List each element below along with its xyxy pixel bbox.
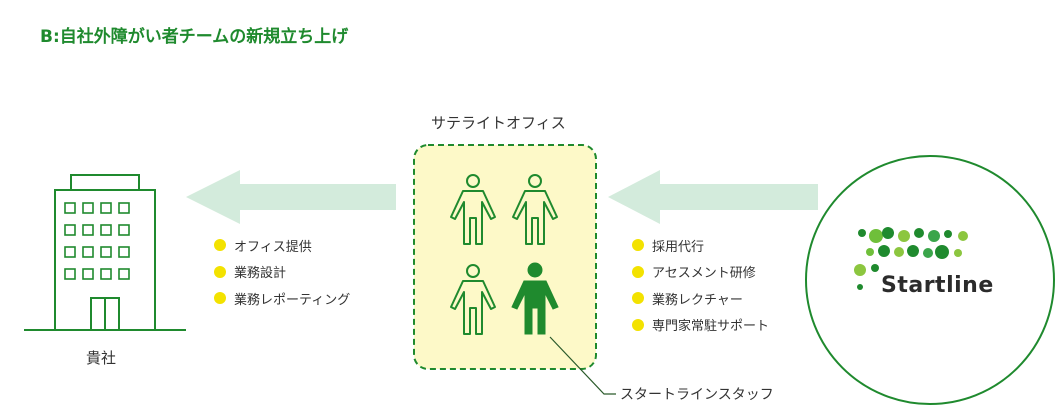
list-item: 専門家常駐サポート [632, 312, 769, 339]
building-icon [24, 174, 186, 331]
bullet-dot-icon [632, 292, 644, 305]
list-item: 採用代行 [632, 232, 769, 259]
bullet-dot-icon [632, 265, 644, 278]
list-item: 業務レポーティング [214, 285, 350, 312]
company-support-list: オフィス提供 業務設計 業務レポーティング [214, 232, 350, 312]
company-label: 貴社 [86, 349, 117, 367]
bullet-dot-icon [214, 292, 226, 305]
list-item: オフィス提供 [214, 232, 350, 259]
list-item: 業務設計 [214, 259, 350, 286]
satellite-office-label: サテライトオフィス [431, 114, 566, 132]
page-title: B:自社外障がい者チームの新規立ち上げ [40, 27, 349, 47]
list-item: アセスメント研修 [632, 259, 769, 286]
list-item: 業務レクチャー [632, 285, 769, 312]
bullet-dot-icon [632, 239, 644, 252]
person-icon [450, 174, 496, 245]
person-icon [512, 174, 558, 245]
startline-logo-text: Startline [881, 273, 994, 298]
startline-logo-mark [854, 227, 968, 290]
startline-support-list: 採用代行 アセスメント研修 業務レクチャー 専門家常駐サポート [632, 232, 769, 338]
satellite-office-box [413, 144, 597, 370]
staff-label: スタートラインスタッフ [620, 387, 774, 403]
staff-leader-line [549, 336, 616, 395]
startline-circle [805, 155, 1055, 405]
arrow-right [608, 170, 818, 224]
arrow-left [186, 170, 396, 224]
staff-person-icon [511, 262, 559, 335]
bullet-dot-icon [632, 318, 644, 331]
person-icon [450, 264, 496, 335]
bullet-dot-icon [214, 239, 226, 252]
bullet-dot-icon [214, 265, 226, 278]
